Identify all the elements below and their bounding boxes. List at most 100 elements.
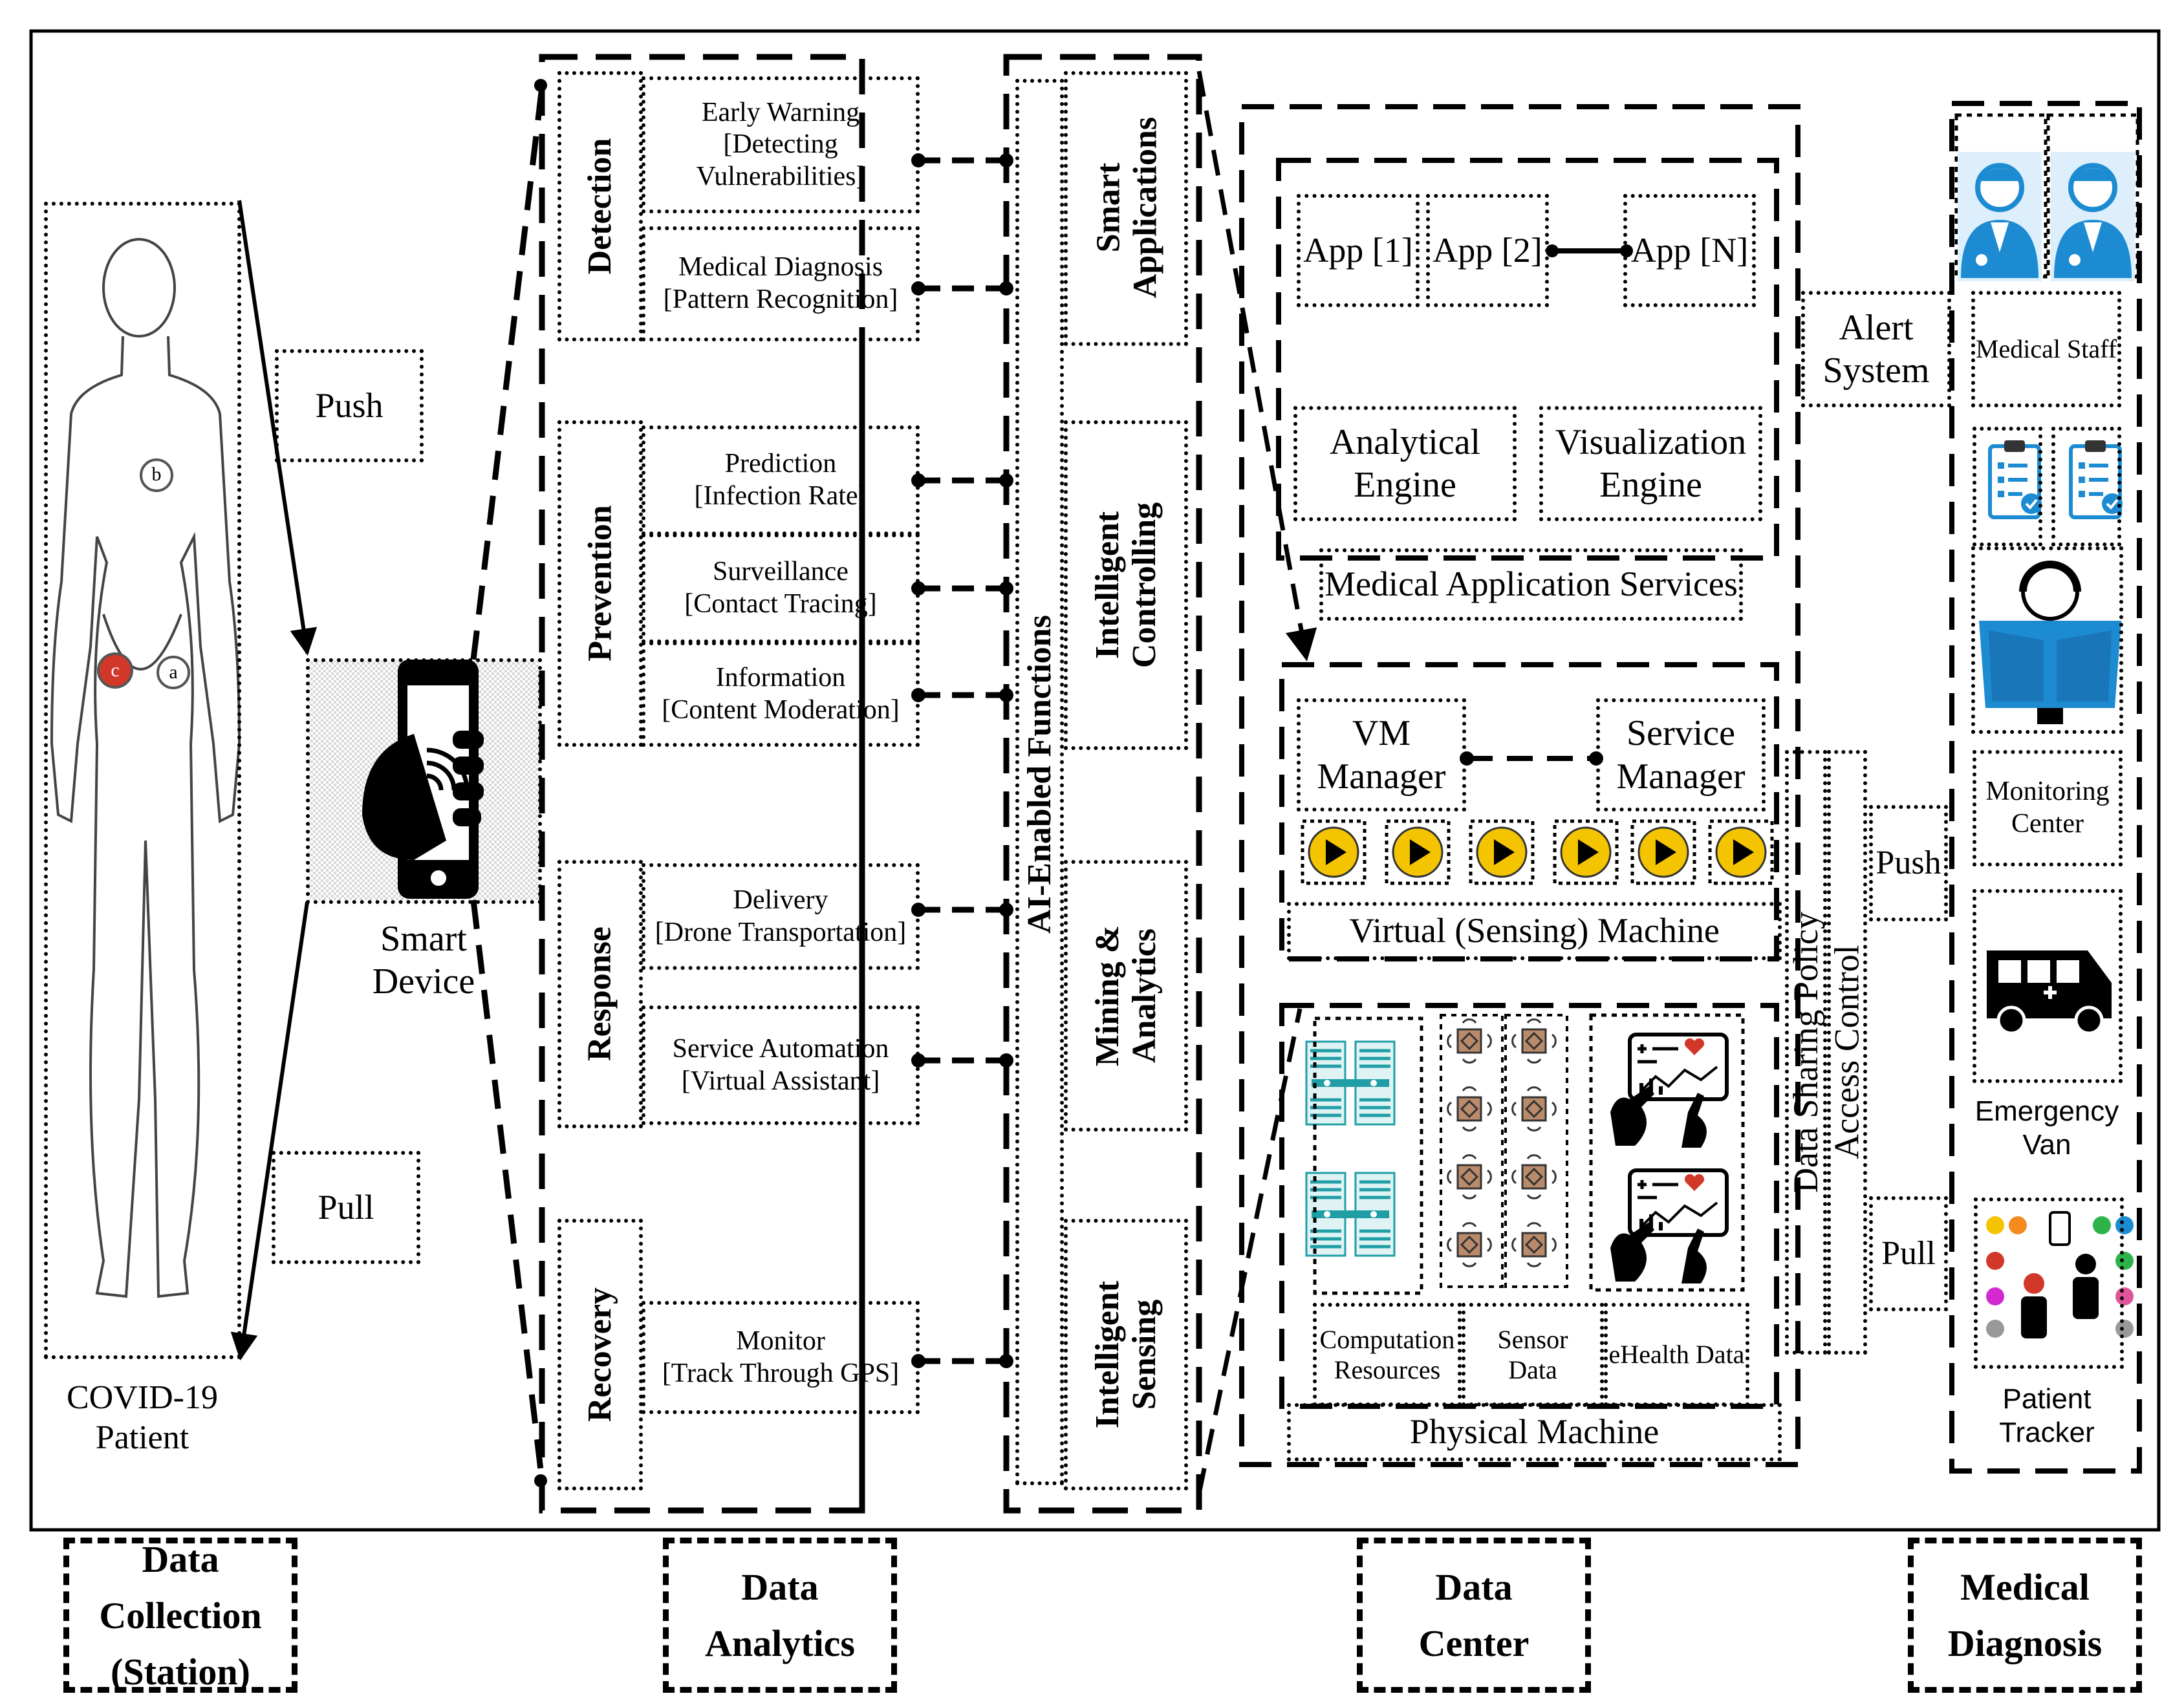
item-monitor (642, 1301, 920, 1414)
visualization-engine-box (1539, 406, 1762, 521)
item-delivery-label: Delivery [Drone Transportation] (654, 885, 907, 947)
body-markers (97, 458, 190, 689)
item-service-automation-label: Service Automation [Virtual Assistant] (672, 1033, 889, 1096)
footer-diagnosis-label: Medical Diagnosis (1947, 1566, 2103, 1664)
app-2-box (1426, 194, 1549, 307)
smartphone-icon (362, 660, 484, 899)
analytical-engine-label: Analytical Engine (1329, 422, 1481, 505)
connector-dots (911, 153, 1013, 1368)
function-intelligent-controlling-box (1064, 420, 1188, 750)
tracker-box (1974, 1197, 2124, 1369)
ehealth-data-label: eHealth Data (1608, 1340, 1745, 1369)
service-manager-label: Service Manager (1616, 713, 1746, 797)
operator-box (1971, 546, 2123, 734)
item-medical-diagnosis-label: Medical Diagnosis [Pattern Recognition] (663, 252, 898, 314)
item-monitor-label: Monitor [Track Through GPS] (662, 1326, 900, 1388)
clipboard-left-box (1973, 427, 2042, 546)
group-detection-label: Detection (581, 138, 619, 275)
medical-services-box (1319, 548, 1743, 621)
device-label: Smart Device (372, 918, 475, 1002)
item-information-label: Information [Content Moderation] (662, 662, 900, 725)
item-delivery (642, 863, 920, 970)
medical-services-label: Medical Application Services (1324, 564, 1738, 604)
push-box (275, 349, 424, 462)
item-early-warning-label: Early Warning [Detecting Vulnerabilities… (696, 97, 865, 191)
app-1-box (1297, 194, 1420, 307)
sensor-data-label: Sensor Data (1497, 1324, 1568, 1384)
fan-line-to-center-bottom (1196, 1008, 1303, 1494)
function-smart-applications-box (1064, 71, 1188, 346)
group-detection-box (557, 71, 643, 341)
diagnosis-frame (1949, 101, 2142, 1474)
virtual-machine-label: Virtual (Sensing) Machine (1349, 911, 1720, 950)
push-label: Push (315, 385, 384, 425)
footer-collection-box (63, 1538, 297, 1693)
clipboard-right-box (2051, 427, 2121, 546)
function-mining-analytics-box (1064, 860, 1188, 1132)
function-intelligent-controlling: Intelligent Controlling (1088, 502, 1163, 669)
group-response-box (557, 860, 643, 1128)
functions-title-box (1015, 79, 1064, 1485)
app-1-label: App [1] (1303, 230, 1413, 270)
fan-line-bottom (470, 899, 545, 1481)
group-prevention-box (557, 420, 643, 747)
ehealth-dashboard-icons (1607, 1025, 1730, 1283)
service-manager-box (1596, 698, 1766, 811)
upload-arrow (237, 200, 318, 656)
app-2-label: App [2] (1433, 230, 1542, 270)
diagnosis-push-label: Push (1876, 844, 1941, 882)
marker-b-label: b (151, 464, 162, 486)
app-n-label: App [N] (1630, 230, 1749, 270)
vm-manager-label: VM Manager (1317, 713, 1446, 797)
fan-line-to-center-top (1196, 70, 1317, 661)
data-sharing-policy-box (1785, 750, 1827, 1355)
monitoring-center-label: Monitoring Center (1985, 777, 2110, 839)
footer-center-box (1357, 1538, 1591, 1693)
function-smart-applications: Smart Applications (1090, 116, 1164, 299)
item-surveillance-label: Surveillance [Contact Tracing] (684, 557, 877, 619)
analytical-engine-box (1293, 406, 1517, 521)
item-service-automation (642, 1005, 920, 1125)
data-sharing-policy-label: Data Sharing Policy (1786, 912, 1825, 1193)
visualization-engine-label: Visualization Engine (1555, 422, 1747, 505)
computation-label: Computation Resources (1319, 1324, 1455, 1384)
operator-icon (1979, 561, 2121, 724)
group-response-label: Response (581, 926, 618, 1062)
alert-system-label: Alert System (1822, 307, 1930, 391)
pull-label: Pull (318, 1187, 374, 1227)
fan-line-top (470, 76, 546, 660)
access-control-box (1827, 750, 1867, 1355)
physical-machine-box (1287, 1403, 1782, 1461)
download-arrow (230, 901, 309, 1361)
function-mining-analytics: Mining & Analytics (1088, 925, 1163, 1067)
item-connectors (918, 157, 1006, 1364)
physical-frame (1279, 1003, 1779, 1409)
footer-center-label: Data Center (1418, 1566, 1530, 1664)
group-recovery-label: Recovery (581, 1287, 619, 1422)
group-recovery-box (557, 1219, 643, 1490)
footer-analytics-box (663, 1538, 897, 1693)
app-n-box (1623, 194, 1756, 307)
pull-box (272, 1151, 420, 1264)
patient-tracker-label: Patient Tracker (1999, 1383, 2095, 1448)
ambulance-icon (1987, 950, 2112, 1035)
ambulance-box (1973, 889, 2123, 1083)
physical-machine-label: Physical Machine (1409, 1412, 1660, 1452)
diagnosis-pull-label: Pull (1881, 1235, 1936, 1272)
diagnosis-pull-box (1869, 1196, 1948, 1311)
server-icons (1304, 1039, 1397, 1258)
patient-label: COVID-19 Patient (67, 1379, 218, 1456)
emergency-van-label: Emergency Van (1974, 1095, 2119, 1161)
access-control-label: Access Control (1827, 945, 1866, 1159)
item-prediction-label: Prediction [Infection Rate] (694, 449, 867, 511)
footer-analytics-label: Data Analytics (705, 1566, 855, 1664)
item-medical-diagnosis (642, 226, 920, 341)
functions-title: AI-Enabled Functions (1021, 615, 1058, 934)
item-information (642, 641, 920, 747)
footer-collection-label: Data Collection (Station) (99, 1538, 262, 1693)
functions-frame (1003, 54, 1202, 1514)
marker-c-label: c (111, 660, 120, 682)
vm-manager-box (1297, 698, 1466, 811)
patient-figure-box (44, 202, 241, 1359)
